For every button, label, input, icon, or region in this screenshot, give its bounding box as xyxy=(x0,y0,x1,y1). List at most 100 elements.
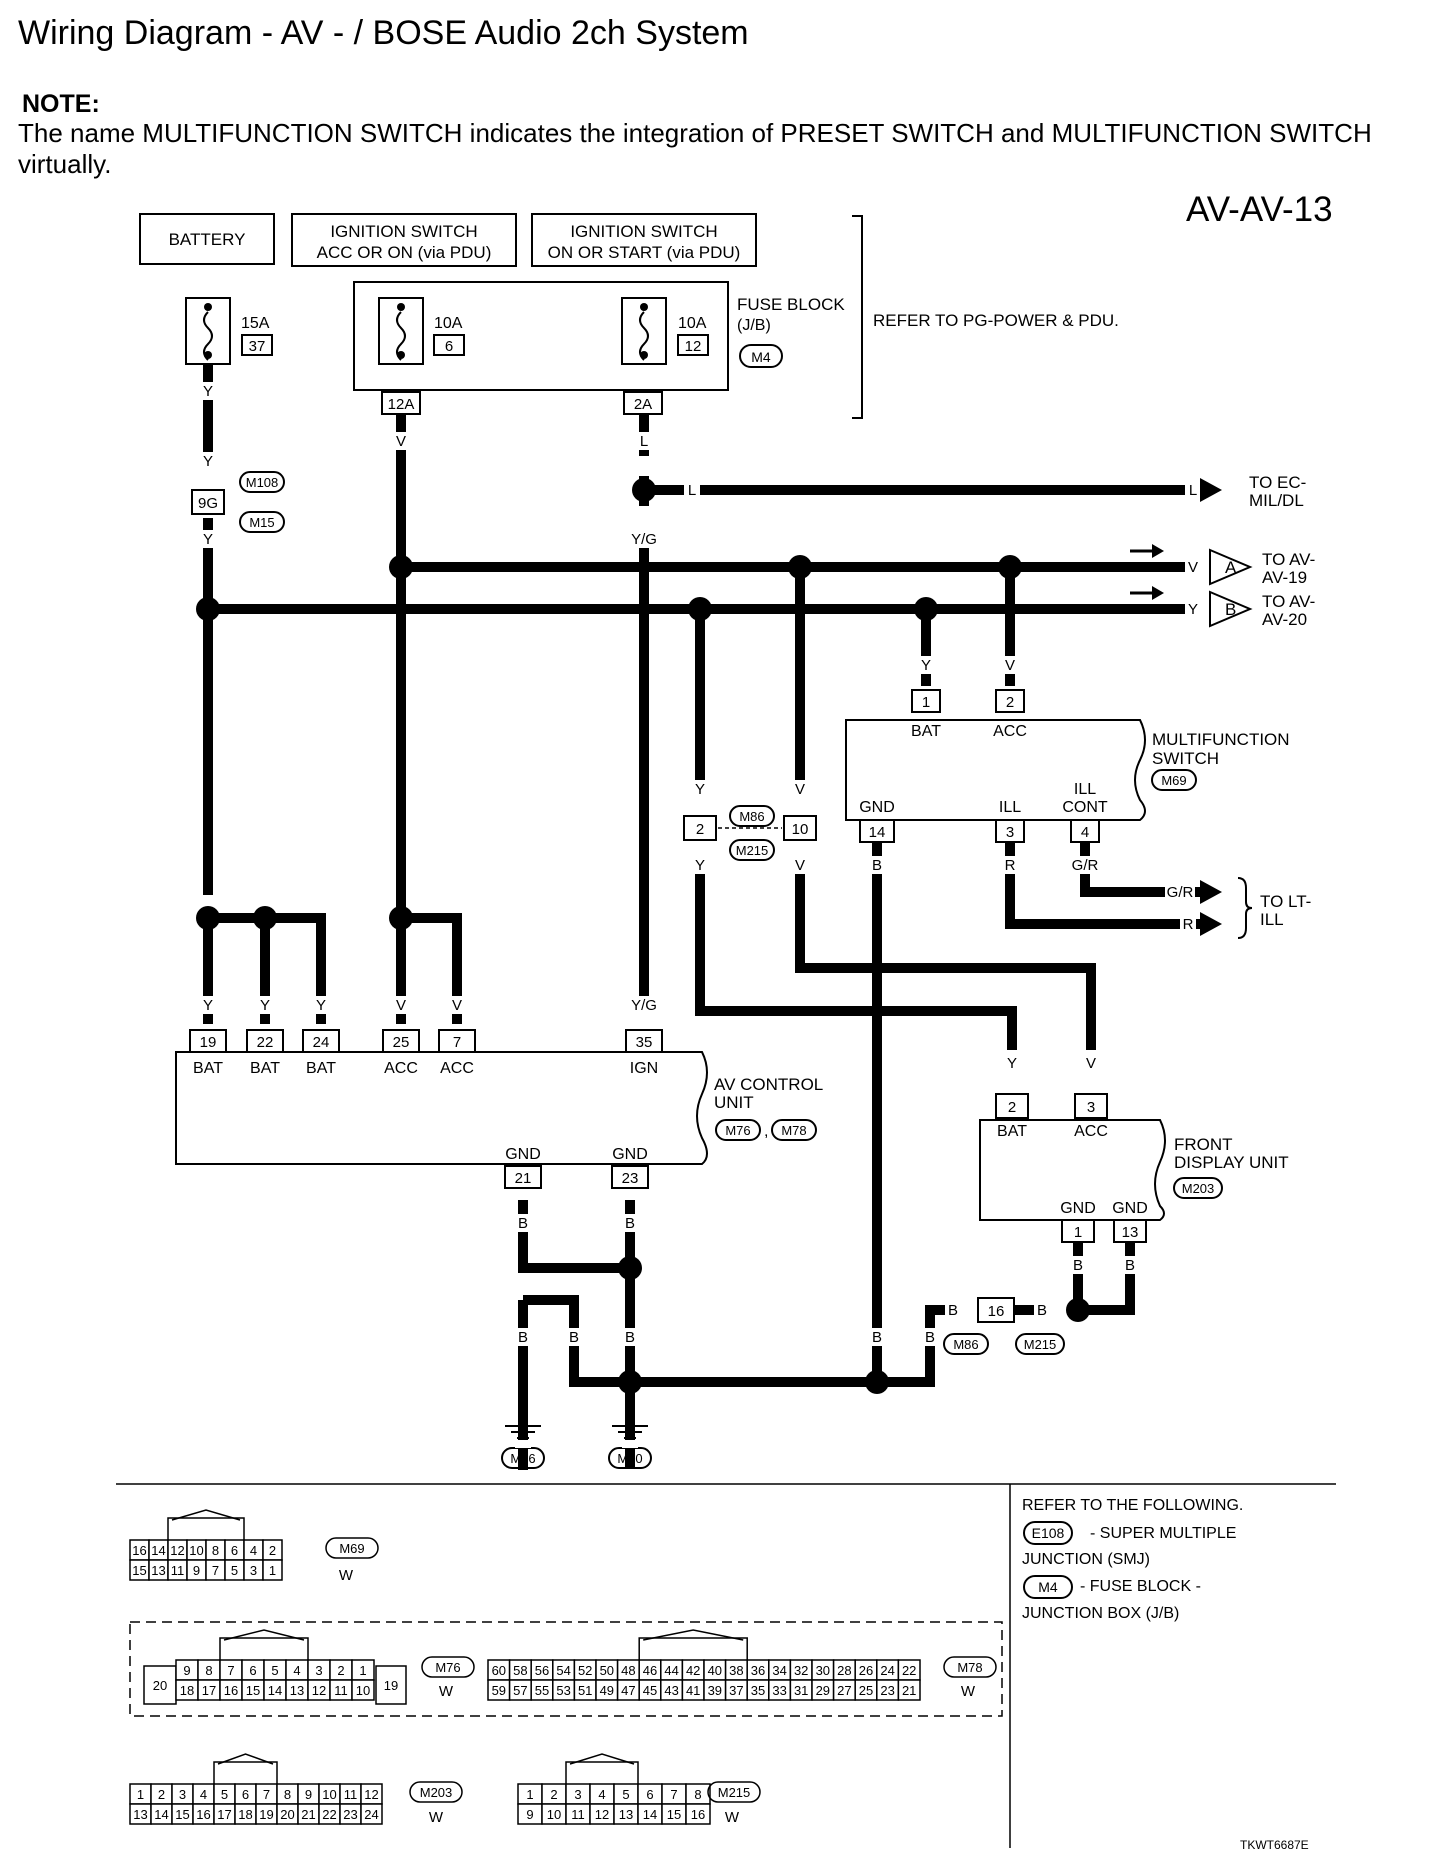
m203-color: W xyxy=(429,1809,444,1826)
wire-label-av-25: V xyxy=(396,997,406,1014)
battery-box xyxy=(139,213,275,265)
m78-pin-38: 38 xyxy=(729,1663,743,1678)
wire-label-mf-acc: V xyxy=(1005,657,1015,674)
m203-pin-3: 3 xyxy=(179,1787,186,1802)
wire-label-mf-bat: Y xyxy=(921,657,931,674)
m215-pin-4: 4 xyxy=(598,1787,605,1802)
av-connector-m78: M78 xyxy=(781,1123,806,1138)
mf-label-gnd: GND xyxy=(859,799,895,816)
offpage-b-letter: B xyxy=(1225,600,1236,619)
fdu-connector-m203: M203 xyxy=(1182,1181,1215,1196)
m78-pin-60: 60 xyxy=(492,1663,506,1678)
fuse-12-rating: 10A xyxy=(678,315,707,332)
wire-label-gnd-m16: B xyxy=(518,1329,528,1346)
fuse-6-rating: 10A xyxy=(434,315,463,332)
m78-pin-55: 55 xyxy=(535,1683,549,1698)
legend-e108-desc1: - SUPER MULTIPLE xyxy=(1090,1525,1236,1542)
mf-pin-2: 2 xyxy=(1006,694,1014,711)
fdu-pin-3: 3 xyxy=(1087,1099,1095,1116)
m203-pin-8: 8 xyxy=(284,1787,291,1802)
junction-connector-m108: M108 xyxy=(246,475,279,490)
m76-pin-9: 9 xyxy=(183,1663,190,1678)
m78-pin-41: 41 xyxy=(686,1683,700,1698)
front-display-unit-box xyxy=(979,1119,1166,1221)
m78-pin-30: 30 xyxy=(816,1663,830,1678)
av-pin-25: 25 xyxy=(393,1034,410,1051)
offpage-a-letter: A xyxy=(1225,558,1237,577)
legend-m4-desc1: - FUSE BLOCK - xyxy=(1080,1578,1201,1595)
m203-pin-7: 7 xyxy=(263,1787,270,1802)
wire-label-16-low: B xyxy=(925,1329,935,1346)
m69-pin-7: 7 xyxy=(212,1563,219,1578)
fuse-block-label: FUSE BLOCK xyxy=(737,295,845,314)
m78-pin-44: 44 xyxy=(664,1663,678,1678)
document-code: TKWT6687E xyxy=(1240,1838,1309,1852)
m69-color: W xyxy=(339,1567,354,1584)
m78-pin-43: 43 xyxy=(664,1683,678,1698)
m69-pin-15: 15 xyxy=(132,1563,146,1578)
m76-pin-20: 20 xyxy=(153,1678,167,1693)
m78-pin-23: 23 xyxy=(880,1683,894,1698)
m76-pin-3: 3 xyxy=(315,1663,322,1678)
ign-on-line1: IGNITION SWITCH xyxy=(570,222,717,241)
connector-m78: 6059585756555453525150494847464544434241… xyxy=(487,1629,997,1701)
inline-connector-m215: M215 xyxy=(736,843,769,858)
fuse-10a-6 xyxy=(378,297,424,365)
m69-pin-6: 6 xyxy=(231,1543,238,1558)
legend-e108: E108 xyxy=(1032,1525,1065,1541)
ignition-on-box xyxy=(531,213,757,267)
m78-pin-21: 21 xyxy=(902,1683,916,1698)
wire-label-av-22: Y xyxy=(260,997,270,1014)
wire-label-fdu-gnd1: B xyxy=(1073,1257,1083,1274)
m215-pin-10: 10 xyxy=(547,1807,561,1822)
m78-pin-58: 58 xyxy=(513,1663,527,1678)
wire-label-v1: V xyxy=(396,433,406,450)
to-av19-line2: AV-19 xyxy=(1262,568,1307,587)
offpage-a-triangle xyxy=(1209,548,1253,586)
m76-pin-18: 18 xyxy=(180,1683,194,1698)
m203-pin-13: 13 xyxy=(133,1807,147,1822)
m215-pin-1: 1 xyxy=(526,1787,533,1802)
wire-label-av-19: Y xyxy=(203,997,213,1014)
wire-label-v-to-a: V xyxy=(1188,559,1198,576)
m78-pin-46: 46 xyxy=(643,1663,657,1678)
mf-label-ill2: ILL xyxy=(1074,781,1096,798)
wire-label-gnd23: B xyxy=(625,1215,635,1232)
m203-pin-18: 18 xyxy=(238,1807,252,1822)
fdu-name-line1: FRONT xyxy=(1174,1135,1233,1154)
mf-label-bat: BAT xyxy=(911,723,941,740)
m203-pin-24: 24 xyxy=(364,1807,378,1822)
mf-pin-1: 1 xyxy=(922,694,930,711)
diagram-title: Wiring Diagram - AV - / BOSE Audio 2ch S… xyxy=(18,14,749,52)
mf-name-line1: MULTIFUNCTION xyxy=(1152,730,1290,749)
fdu-label-gnd1: GND xyxy=(1060,1200,1096,1217)
av-label-ign: IGN xyxy=(630,1060,658,1077)
av-pin-35: 35 xyxy=(636,1034,653,1051)
wire-label-yg1: Y/G xyxy=(631,531,657,548)
m69-pin-1: 1 xyxy=(269,1563,276,1578)
m76-pin-7: 7 xyxy=(227,1663,234,1678)
m78-pin-28: 28 xyxy=(837,1663,851,1678)
mf-label-acc: ACC xyxy=(993,723,1027,740)
wire-label-gnd-branch: B xyxy=(569,1329,579,1346)
m78-pin-50: 50 xyxy=(600,1663,614,1678)
m69-pin-3: 3 xyxy=(250,1563,257,1578)
legend-m4: M4 xyxy=(1038,1579,1058,1595)
fuse-12-number: 12 xyxy=(685,338,702,355)
to-av19-line1: TO AV- xyxy=(1262,550,1315,569)
m203-pin-10: 10 xyxy=(322,1787,336,1802)
fdu-pin-2: 2 xyxy=(1008,1099,1016,1116)
arrow-gr-to-lt xyxy=(1200,880,1222,904)
m215-pin-7: 7 xyxy=(670,1787,677,1802)
wire-label-mf-illcont: G/R xyxy=(1072,857,1099,874)
wire-label-fdu-gnd13: B xyxy=(1125,1257,1135,1274)
legend-m4-desc2: JUNCTION BOX (J/B) xyxy=(1022,1605,1179,1622)
m78-name: M78 xyxy=(957,1660,982,1675)
m78-pin-56: 56 xyxy=(535,1663,549,1678)
m76-pin-16: 16 xyxy=(224,1683,238,1698)
av-label-acc1: ACC xyxy=(384,1060,418,1077)
m215-pin-12: 12 xyxy=(595,1807,609,1822)
wire-label-gnd21: B xyxy=(518,1215,528,1232)
m76-pin-2: 2 xyxy=(337,1663,344,1678)
